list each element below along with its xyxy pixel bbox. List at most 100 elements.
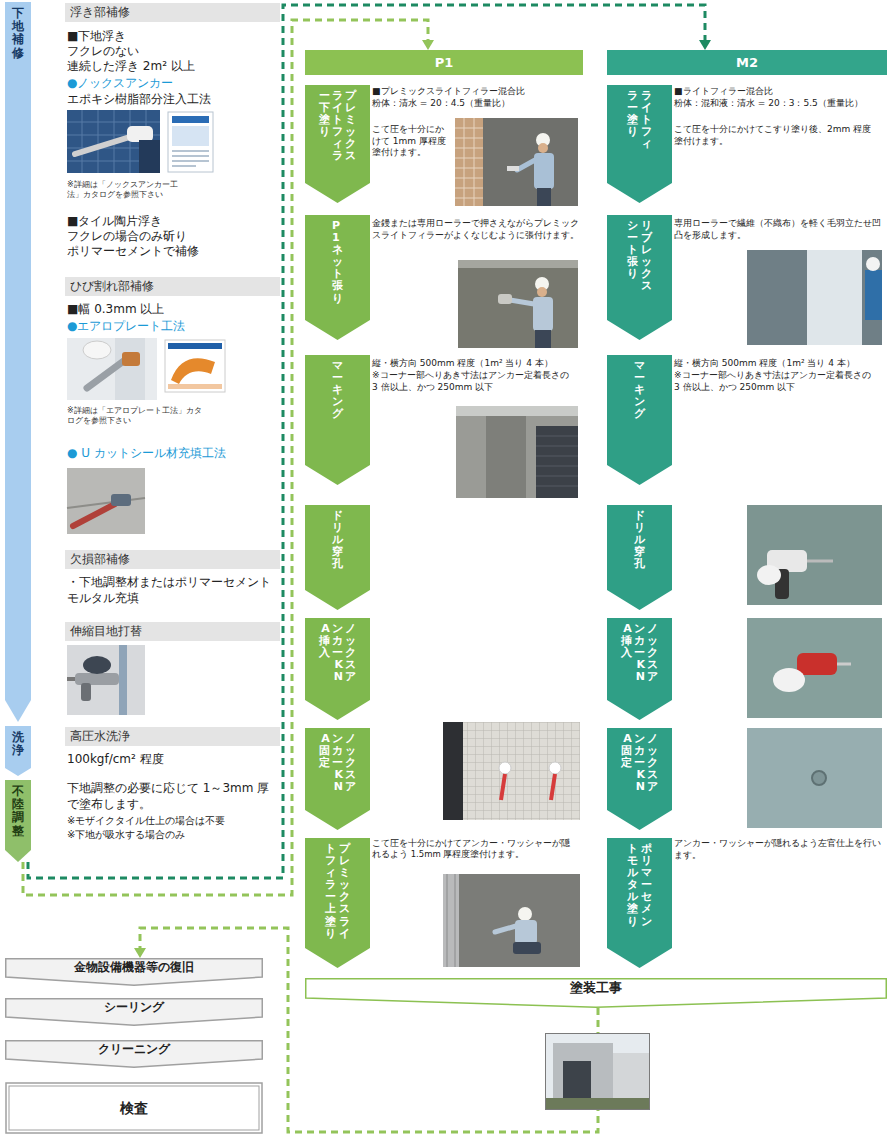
step-arrow: ノックスアンカーKNA挿入 (305, 618, 370, 720)
annotation-text: ■幅 0.3mm 以上 (67, 302, 164, 318)
column-header: P1 (305, 50, 583, 75)
vertical-label: ノックスアンカーKNA固定 (319, 733, 356, 795)
annotation-text: ※下地が吸水する場合のみ (67, 828, 185, 841)
text-area: ノックスアンカーKNA固定 (305, 728, 370, 810)
text-area: ドリル穿孔 (607, 505, 672, 590)
arrow-shape (6, 999, 263, 1026)
text-area: 下地補修 (5, 2, 31, 700)
text-area: マーキング (607, 355, 672, 465)
annotation-text: 粉体：混和液：清水 = 20：3：5.5（重量比） (674, 98, 863, 110)
text-area: マーキング (305, 355, 370, 465)
annotation-text: ポリマーセメントで補修 (67, 244, 199, 260)
photo (67, 645, 145, 715)
text-area: クリーニング (5, 1040, 263, 1059)
bar-shape (65, 550, 280, 569)
text-area: プレミックスライトフィラー下塗り (305, 85, 370, 183)
annotation-text: ※詳細は「エアロプレート工法」カタログを参照下さい (67, 406, 202, 427)
catalog-image (165, 340, 225, 392)
flow-arrow-box: 塗装工事 (305, 978, 887, 1008)
step-arrow: ポリマーセメントモルタル塗り (607, 838, 672, 968)
text-area: リブレックスシート張り (607, 215, 672, 320)
text-area: 伸縮目地打替 (65, 622, 280, 641)
box-label: クリーニング (98, 1042, 170, 1056)
final-box: 検査 (5, 1082, 263, 1134)
arrow-shape (305, 838, 370, 968)
text-area: 金物設備機器等の復旧 (5, 958, 263, 977)
arrow-shape (607, 215, 672, 340)
arrow-shape (305, 355, 370, 485)
annotation-text: 100kgf/cm² 程度 (67, 752, 164, 768)
step-arrow: ドリル穿孔 (607, 505, 672, 610)
text-area: ドリル穿孔 (305, 505, 370, 590)
box-label: ひび割れ部補修 (70, 279, 154, 293)
arrow-shape (305, 618, 370, 720)
annotation-text: 粉体：清水 = 20：4.5（重量比） (372, 98, 510, 110)
text-area: ノックスアンカーKNA挿入 (305, 618, 370, 700)
annotation-text: エポキシ樹脂部分注入工法 (67, 92, 211, 108)
vertical-label: リブレックスシート張り (627, 220, 651, 294)
bar-shape (65, 3, 280, 22)
section-header: 欠損部補修 (65, 550, 280, 569)
annotation-text: 縦・横方向 500mm 程度（1m² 当り 4 本） (372, 358, 553, 370)
arrowhead (134, 948, 146, 958)
box-label: 伸縮目地打替 (70, 624, 142, 638)
vertical-label: ノックスアンカーKNA固定 (621, 733, 658, 795)
dashed-line (28, 5, 705, 878)
bar-shape (65, 277, 280, 296)
arrow-shape (305, 215, 370, 340)
text-area: 浮き部補修 (65, 3, 280, 22)
arrow-shape (607, 355, 672, 485)
step-arrow: マーキング (607, 355, 672, 485)
section-header: 伸縮目地打替 (65, 622, 280, 641)
arrow-shape (305, 505, 370, 610)
vertical-label: プレミックスライトフィラー下塗り (319, 90, 356, 164)
node-outline (305, 838, 370, 968)
annotation-text: ■ライトフィラー混合比 (674, 86, 773, 98)
text-area: M2 (607, 50, 887, 75)
vertical-label: 下地補修 (12, 7, 24, 60)
text-area: P1 (305, 50, 583, 75)
step-arrow: 下地補修 (5, 2, 31, 722)
text-area: 不陸調整 (5, 780, 31, 850)
text-area: 塗装工事 (305, 978, 887, 998)
text-area: シーリング (5, 998, 263, 1017)
box-label: 高圧水洗浄 (70, 729, 130, 743)
step-arrow: プレミックスライトフィラー下塗り (305, 85, 370, 203)
photo (747, 250, 882, 345)
annotation-text: こて圧を十分にかけて 1mm 厚程度塗付けます。 (372, 124, 452, 159)
box-label: M2 (736, 55, 758, 71)
photo (455, 118, 578, 206)
annotation-text: ※モザイクタイル仕上の場合は不要 (67, 814, 225, 827)
annotation-text: ●ノックスアンカー (67, 76, 173, 92)
photo (458, 260, 578, 348)
annotation-text: ■タイル陶片浮き (67, 214, 162, 230)
annotation-text: 専用ローラーで繊維（不織布）を軽く毛羽立たせ凹凸を形成します。 (674, 218, 882, 241)
bar-shape (305, 50, 583, 75)
annotation-text: ※コーナー部へりあき寸法はアンカー定着長さの 3 倍以上、かつ 250mm 以下 (372, 370, 577, 393)
photo (443, 722, 580, 820)
annotation-text: フクレのない (67, 44, 139, 60)
text-area: ひび割れ部補修 (65, 277, 280, 296)
arrow-shape (6, 959, 263, 986)
text-area: ポリマーセメントモルタル塗り (607, 838, 672, 948)
bar-shape (65, 727, 280, 746)
photo (67, 468, 145, 534)
vertical-label: ライトフィラー塗り (627, 90, 651, 152)
annotation-text: 金鏝または専用ローラーで押さえながらプレミックスライトフィラーがよくなじむように… (372, 218, 582, 241)
annotation-text: アンカー・ワッシャーが隠れるよう左官仕上を行います。 (674, 838, 884, 861)
vertical-label: ドリル穿孔 (634, 510, 645, 570)
arrow-shape (607, 618, 672, 720)
vertical-label: ドリル穿孔 (332, 510, 343, 570)
photo (545, 1033, 650, 1110)
annotation-text: ※詳細は「ノックスアンカー工法」カタログを参照下さい (67, 180, 179, 201)
vertical-label: マーキング (634, 360, 645, 420)
step-arrow: ドリル穿孔 (305, 505, 370, 610)
vertical-label: 不陸調整 (12, 785, 24, 838)
bar-shape (65, 622, 280, 641)
box-label: 浮き部補修 (70, 5, 130, 19)
photo (443, 874, 580, 967)
annotation-text: ● U カットシール材充填工法 (67, 446, 226, 462)
vertical-label: ノックスアンカーKNA挿入 (319, 623, 356, 685)
flow-connector (28, 5, 711, 878)
